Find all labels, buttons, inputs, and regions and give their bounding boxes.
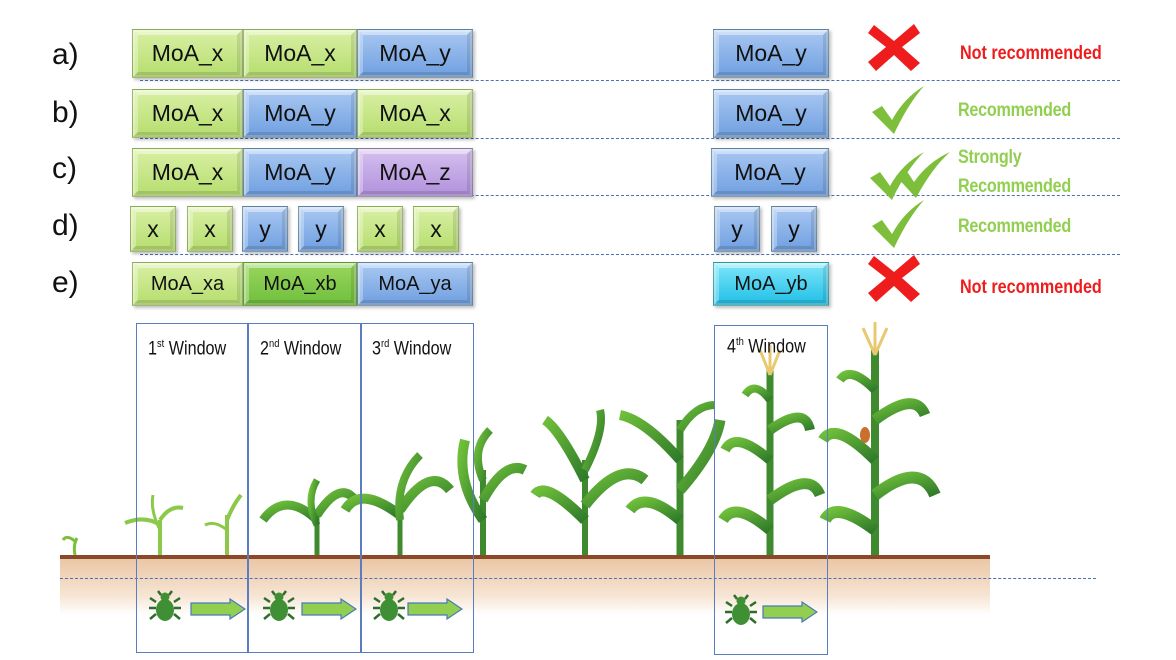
corn-plant-icon: [457, 427, 528, 555]
corn-plant-icon: [530, 409, 649, 555]
late-mode-box: MoA_y: [711, 148, 829, 197]
late-mode-box: MoA_yb: [713, 262, 829, 306]
status-recommended: Recommended: [958, 176, 1071, 197]
corn-plant-icon: [124, 494, 184, 555]
insect-icon: [149, 590, 181, 621]
insect-icon: [263, 590, 295, 621]
corn-plant-icon: [718, 345, 826, 555]
mode-box: MoA_x: [132, 89, 243, 138]
insect-icon: [725, 594, 757, 625]
mode-box-small: y: [298, 206, 344, 252]
cross-icon: [868, 255, 920, 302]
row-label-b: b): [52, 96, 79, 129]
window-3: [361, 323, 474, 653]
ground-line: [60, 578, 1096, 579]
insect-icon: [373, 590, 405, 621]
row-separator: [140, 195, 1120, 196]
late-mode-box: MoA_y: [713, 89, 829, 138]
status-not-recommended: Not recommended: [960, 277, 1102, 298]
row-label-a: a): [52, 38, 79, 71]
mode-box-small: x: [413, 206, 459, 252]
mode-box: MoA_x: [132, 29, 243, 78]
mode-box-small: x: [130, 206, 176, 252]
row-separator: [140, 80, 1120, 81]
window-2: [248, 323, 361, 653]
mode-box-small: x: [357, 206, 403, 252]
corn-plant-icon: [61, 535, 79, 556]
check-icon: [872, 86, 924, 134]
row-label-c: c): [52, 152, 77, 185]
row-label-e: e): [52, 266, 79, 299]
mode-box: MoA_xb: [243, 262, 357, 306]
row-label-d: d): [52, 209, 79, 242]
cross-icon: [868, 24, 920, 71]
corn-plant-icon: [340, 452, 454, 555]
arrow-right-icon: [407, 598, 463, 620]
row-separator: [140, 138, 1120, 139]
mode-box: MoA_x: [132, 148, 243, 197]
late-mode-box: MoA_y: [713, 29, 829, 78]
status-strongly: Strongly: [958, 147, 1022, 168]
mode-box: MoA_ya: [357, 262, 473, 306]
corn-growth-illustration: [61, 322, 941, 556]
check-icon: [872, 200, 924, 248]
mode-box: MoA_z: [357, 148, 473, 197]
status-recommended: Recommended: [958, 100, 1071, 121]
corn-plant-icon: [259, 478, 359, 555]
late-mode-box-small: y: [714, 206, 760, 252]
corn-plant-icon: [204, 493, 243, 555]
mode-box-small: x: [187, 206, 233, 252]
mode-box: MoA_y: [243, 89, 357, 138]
window-label-4: 4th Window: [727, 336, 806, 358]
row-separator: [140, 254, 1120, 255]
corn-plant-icon: [618, 401, 726, 555]
mode-box-small: y: [242, 206, 288, 252]
double-check-icon: [870, 152, 950, 200]
window-4: [714, 325, 828, 655]
arrow-right-icon: [301, 598, 357, 620]
mode-box: MoA_y: [357, 29, 473, 78]
late-mode-box-small: y: [771, 206, 817, 252]
corn-plant-icon: [818, 322, 941, 555]
mode-box: MoA_y: [243, 148, 357, 197]
mode-box: MoA_x: [243, 29, 357, 78]
window-label-1: 1st Window: [148, 338, 227, 360]
arrow-right-icon: [190, 598, 246, 620]
mode-box: MoA_xa: [132, 262, 243, 306]
window-label-2: 2nd Window: [260, 338, 342, 360]
soil-surface: [60, 555, 990, 559]
mode-box: MoA_x: [357, 89, 473, 138]
window-label-3: 3rd Window: [372, 338, 452, 360]
window-1: [136, 323, 248, 653]
status-not-recommended: Not recommended: [960, 43, 1102, 64]
status-recommended: Recommended: [958, 216, 1071, 237]
arrow-right-icon: [762, 601, 818, 623]
